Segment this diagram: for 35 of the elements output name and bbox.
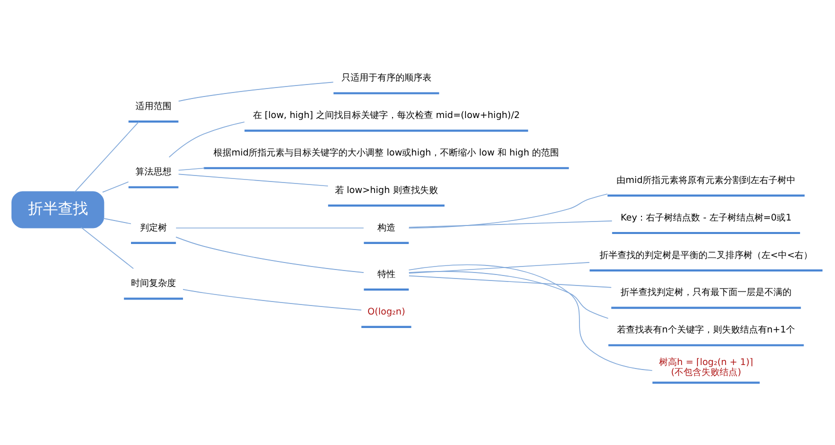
connector (168, 121, 245, 158)
connector (80, 226, 134, 268)
node-text: 根据mid所指元素与目标关键字的大小调整 low或high，不断缩小 low 和 high 的范围 (213, 148, 560, 158)
connector (408, 261, 590, 274)
connector (178, 173, 328, 186)
node-text: 适用范围 (135, 101, 172, 112)
connector (178, 167, 205, 170)
node-text: Key：右子树结点数 - 左子树结点树=0或1 (620, 212, 792, 223)
connector (408, 270, 609, 318)
node-text: 若查找表有n个关键字，则失败结点有n+1个 (617, 325, 796, 336)
node-text: 在 [low, high] 之间找目标关键字，每次检查 mid=(low+high)/2 (252, 110, 520, 121)
connector (176, 236, 364, 272)
node-text: 时间复杂度 (130, 278, 176, 289)
connector (178, 81, 334, 102)
node-text: 若 low>high 则查找失败 (334, 185, 438, 196)
node-text: 算法思想 (135, 167, 172, 178)
node-text: O(log₂n) (367, 306, 406, 317)
connector (182, 288, 362, 310)
node-text: 由mid所指元素将原有元素分割到左右子树中 (616, 175, 796, 186)
node-text: 折半查找判定树，只有最下面一层是不满的 (620, 288, 792, 298)
connector (102, 217, 132, 224)
connector (176, 227, 364, 228)
connector (408, 264, 653, 370)
connector (408, 220, 612, 228)
connector (408, 193, 608, 228)
node-text: 树高h = ⌈log₂(n + 1)⌉ (不包含失败结点) (659, 358, 754, 378)
connector (408, 274, 612, 288)
node-text: 特性 (377, 269, 396, 280)
node-text: 只适用于有序的顺序表 (341, 73, 432, 84)
connector (74, 120, 140, 192)
connector (102, 181, 129, 192)
node-text: 折半查找的判定树是平衡的二叉排序树（左<中<右） (599, 250, 813, 260)
node-text: 判定树 (140, 222, 167, 233)
node-box: 折半查找 (11, 190, 104, 228)
node-text: 构造 (377, 222, 396, 233)
